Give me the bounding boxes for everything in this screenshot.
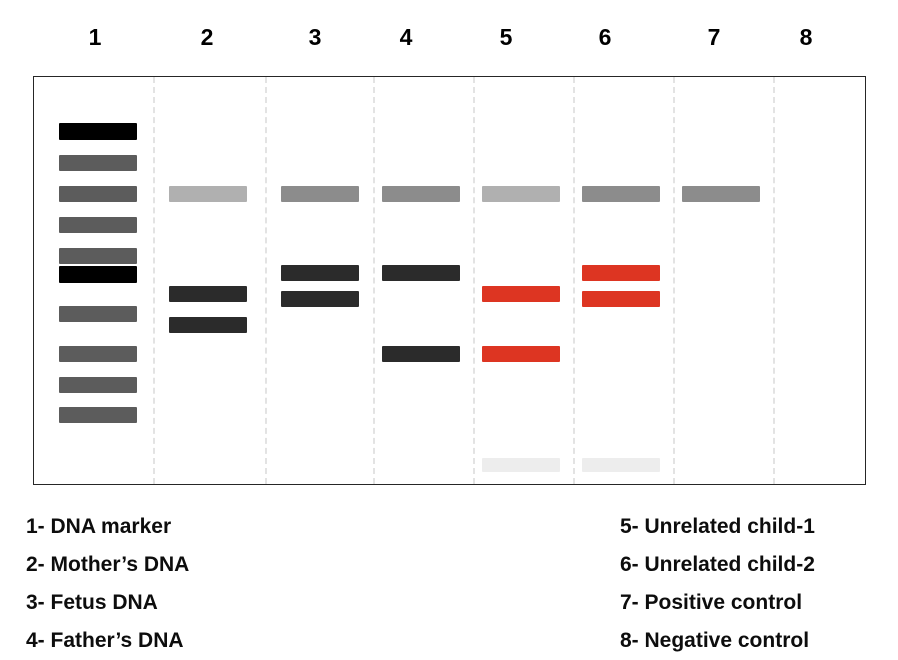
legend-right: 5- Unrelated child-1 6- Unrelated child-2… (620, 508, 815, 660)
band-lane4-3 (382, 346, 460, 362)
legend-item-left-2: 2- Mother’s DNA (26, 553, 190, 576)
legend-item-left-3: 3- Fetus DNA (26, 591, 158, 614)
band-lane2-2 (169, 286, 247, 302)
band-lane5-2 (482, 286, 560, 302)
band-lane6-1 (582, 186, 660, 202)
band-lane5-3 (482, 346, 560, 362)
lane-number-3: 3 (308, 24, 322, 50)
lane-number-1: 1 (88, 24, 102, 50)
lane-mothers-dna (34, 77, 865, 484)
band-lane1-2 (59, 155, 137, 171)
band-lane2-1 (169, 186, 247, 202)
lane-number-row: 1 2 3 4 5 6 7 8 (0, 0, 898, 72)
lane-unrelated-child-2 (34, 77, 865, 484)
legend-item-right-4: 8- Negative control (620, 629, 810, 652)
lane-separator-5 (573, 77, 575, 484)
legend-item-left-4: 4- Father’s DNA (26, 629, 184, 652)
band-lane1-8 (59, 346, 137, 362)
band-lane3-2 (281, 265, 359, 281)
lane-number-5: 5 (499, 24, 513, 50)
band-lane6-3 (582, 291, 660, 307)
lane-unrelated-child-1 (34, 77, 865, 484)
band-lane1-9 (59, 377, 137, 393)
lane-separator-7 (773, 77, 775, 484)
lane-separator-2 (265, 77, 267, 484)
band-lane1-10 (59, 407, 137, 423)
band-lane4-2 (382, 265, 460, 281)
band-lane1-3 (59, 186, 137, 202)
band-lane1-7 (59, 306, 137, 322)
band-lane6-4 (582, 458, 660, 472)
lane-number-7: 7 (707, 24, 721, 50)
band-lane3-3 (281, 291, 359, 307)
lane-separator-1 (153, 77, 155, 484)
lane-separator-3 (373, 77, 375, 484)
legend-item-left-1: 1- DNA marker (26, 515, 172, 538)
band-lane1-4 (59, 217, 137, 233)
band-lane5-4 (482, 458, 560, 472)
band-lane1-5 (59, 248, 137, 264)
band-lane4-1 (382, 186, 460, 202)
band-lane3-1 (281, 186, 359, 202)
band-lane1-6 (59, 266, 137, 283)
lane-separator-4 (473, 77, 475, 484)
gel-box (33, 76, 866, 485)
band-lane6-2 (582, 265, 660, 281)
legend-left: 1- DNA marker 2- Mother’s DNA 3- Fetus DNA… (26, 508, 189, 660)
legend-item-right-3: 7- Positive control (620, 591, 803, 614)
lane-number-8: 8 (799, 24, 813, 50)
lane-positive-control (34, 77, 865, 484)
lane-number-4: 4 (399, 24, 413, 50)
lane-dna-marker (34, 77, 865, 484)
band-lane5-1 (482, 186, 560, 202)
lane-fathers-dna (34, 77, 865, 484)
lane-number-6: 6 (598, 24, 612, 50)
legend-item-right-2: 6- Unrelated child-2 (620, 553, 815, 576)
band-lane1-1 (59, 123, 137, 140)
band-lane2-3 (169, 317, 247, 333)
legend-item-right-1: 5- Unrelated child-1 (620, 515, 815, 538)
lane-fetus-dna (34, 77, 865, 484)
lane-negative-control (34, 77, 865, 484)
band-lane7-1 (682, 186, 760, 202)
lane-number-2: 2 (200, 24, 214, 50)
lane-separator-6 (673, 77, 675, 484)
